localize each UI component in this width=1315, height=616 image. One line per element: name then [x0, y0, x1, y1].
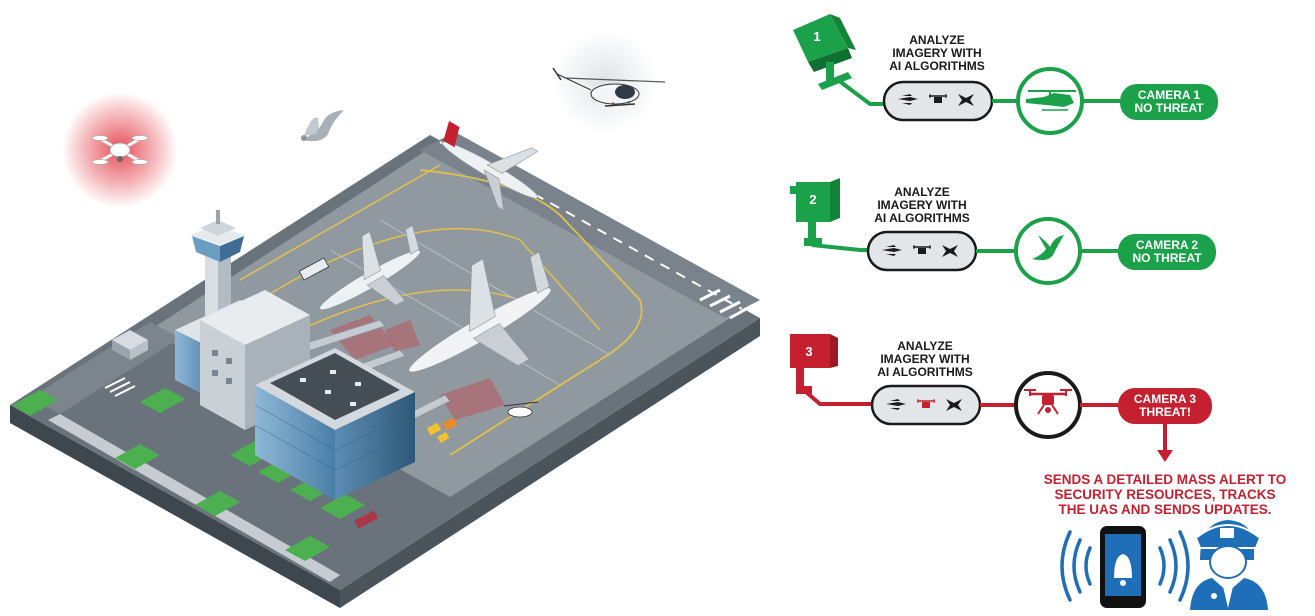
security-camera-icon: [790, 334, 838, 394]
analyze-label-3: ANALYZE IMAGERY WITH AI ALGORITHMS: [860, 340, 990, 379]
analyze-label-line: IMAGERY WITH: [892, 46, 982, 60]
alert-line: THE UAS AND SENDS UPDATES.: [1058, 502, 1272, 517]
analyze-label-line: AI ALGORITHMS: [874, 211, 970, 225]
police-officer-icon: [1190, 520, 1268, 610]
analyze-label-line: IMAGERY WITH: [880, 352, 970, 366]
alert-line: SENDS A DETAILED MASS ALERT TO: [1043, 472, 1287, 487]
bird-icon: [301, 110, 344, 142]
drone-icon: [1024, 389, 1072, 415]
helicopter-icon: [552, 67, 666, 107]
camera-1-row: [793, 14, 1120, 135]
analyze-label-2: ANALYZE IMAGERY WITH AI ALGORITHMS: [857, 186, 987, 225]
status-line: NO THREAT: [1134, 101, 1204, 115]
helicopter-rotor-blur: [553, 30, 657, 134]
camera-1-number: 1: [813, 29, 821, 44]
helicopter-icon: [1026, 90, 1076, 111]
alert-description: SENDS A DETAILED MASS ALERT TO SECURITY …: [1015, 472, 1315, 517]
status-line: CAMERA 1: [1137, 88, 1201, 102]
analyze-label-line: AI ALGORITHMS: [889, 59, 985, 73]
analyze-label-line: ANALYZE: [894, 185, 950, 199]
airplane-icon: [319, 120, 552, 418]
camera-2-number: 2: [809, 192, 817, 207]
analyze-label-line: IMAGERY WITH: [877, 198, 967, 212]
camera-3-row: [790, 334, 1173, 462]
alert-line: SECURITY RESOURCES, TRACKS: [1054, 487, 1276, 502]
object-silhouettes-icon: [882, 245, 958, 257]
status-line: CAMERA 2: [1135, 238, 1199, 252]
object-silhouettes-icon: [886, 399, 962, 411]
analyze-label-line: AI ALGORITHMS: [877, 365, 973, 379]
status-line: THREAT!: [1139, 405, 1191, 419]
status-line: CAMERA 3: [1133, 392, 1197, 406]
drone-icon: [91, 135, 149, 165]
smartphone-bell-icon: [1060, 526, 1190, 608]
camera-3-status: CAMERA 3 THREAT!: [1118, 388, 1212, 424]
status-line: NO THREAT: [1132, 251, 1202, 265]
camera-2-row: [790, 178, 1118, 285]
security-camera-icon: [793, 14, 856, 90]
security-camera-icon: [790, 178, 840, 246]
camera-2-status: CAMERA 2 NO THREAT: [1118, 234, 1216, 270]
analyze-label-line: ANALYZE: [909, 33, 965, 47]
bird-icon: [1032, 235, 1064, 261]
camera-3-number: 3: [805, 344, 813, 359]
object-silhouettes-icon: [898, 94, 974, 106]
terminal-building: [175, 290, 416, 500]
analyze-label-line: ANALYZE: [897, 339, 953, 353]
camera-1-status: CAMERA 1 NO THREAT: [1120, 84, 1218, 120]
analyze-label-1: ANALYZE IMAGERY WITH AI ALGORITHMS: [872, 34, 1002, 73]
airport-icon: [10, 132, 760, 608]
